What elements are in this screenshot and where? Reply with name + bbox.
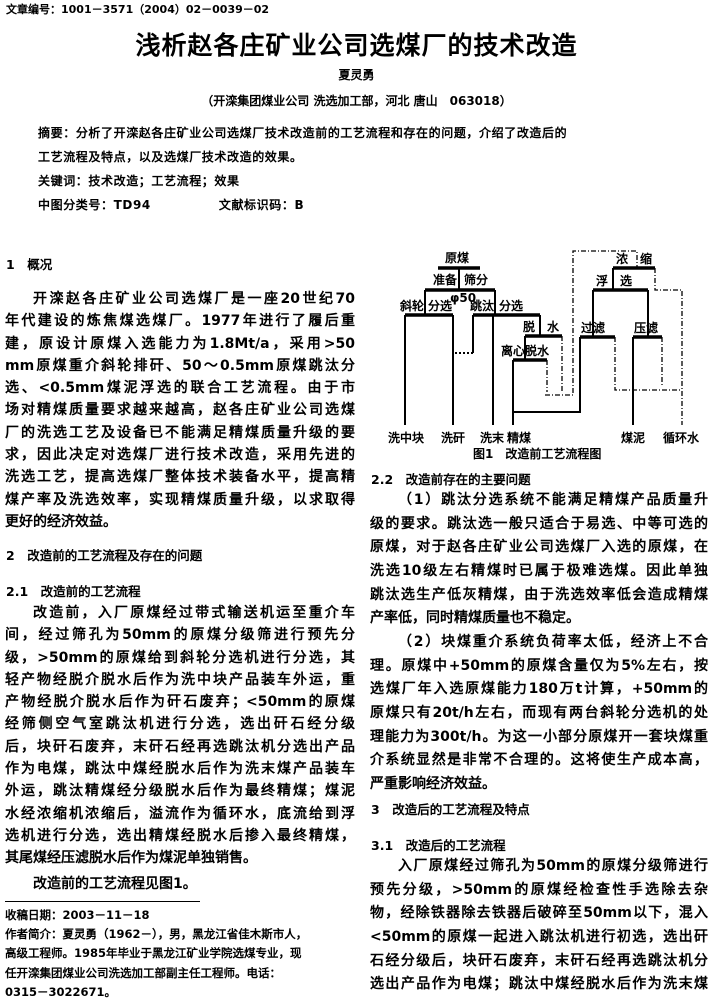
text-line: 收稿日期：2003－11－18 (5, 908, 150, 922)
text-line: （1）跳汰分选系统不能满足精煤产品质量升 (398, 492, 708, 508)
doc-code-label: 文献标识码： (218, 198, 295, 212)
text-line: 其尾煤经压滤脱水后作为煤泥单独销售。 (5, 850, 257, 867)
figure-reference: 改造前的工艺流程见图1。 (5, 873, 355, 895)
section-3-heading: 3 改造后的工艺流程及特点 (371, 802, 530, 817)
text-line: 外运，跳汰精煤经分级脱水后作为最终精煤；煤泥 (5, 783, 355, 800)
problem-2-paragraph: （2）块煤重介系统负荷率太低，经济上不合理。原煤中+50mm的原煤含量仅为5%左… (370, 631, 708, 797)
product-label: 煤泥 (621, 430, 645, 445)
keywords-label: 关键词： (38, 174, 89, 188)
node-wheel-sep: 分选 (428, 298, 452, 313)
classification: 中图分类号：TD94 文献标识码：B (38, 196, 304, 213)
abstract-line-1: 摘要：分析了开滦赵各庄矿业公司选煤厂技术改造前的工艺流程和存在的问题，介绍了改造… (38, 124, 567, 141)
product-label: 循环水 (663, 430, 700, 445)
paper-title: 浅析赵各庄矿业公司选煤厂的技术改造 (135, 31, 578, 60)
section-2-1-paragraph: 改造前，入厂原煤经过带式输送机运至重介车间，经过筛孔为50mm的原煤分级筛进行预… (5, 602, 355, 870)
class-value: TD94 (113, 198, 151, 212)
text-line: 级的要求。跳汰选一般只适合于易选、中等可选的 (370, 515, 708, 532)
text-line: 选机进行分选，选出精煤经脱水后掺入最终精煤， (5, 827, 355, 844)
text-line: 厂的洗选工艺及设备已不能满足精煤质量升级的要 (5, 424, 355, 441)
text-line: 理。原煤中+50mm的原煤含量仅为5%左右，按 (370, 657, 708, 674)
section-3-1-heading: 3.1 改造后的工艺流程 (371, 838, 506, 853)
text-line: 任开滦集团煤业公司洗选加工部副主任工程师。电话： (5, 965, 281, 980)
node-raw-coal: 原煤 (445, 250, 469, 265)
text-line: 介系统显然是非常不合理的。这将使生产成本高， (370, 752, 708, 769)
text-line: 严重影响经济效益。 (370, 776, 496, 793)
text-line: 改造前的工艺流程见图1。 (33, 876, 197, 892)
affiliation: （开滦集团煤业公司 洗选加工部，河北 唐山 063018） (201, 94, 512, 108)
node-jig: 跳汰 (470, 298, 495, 313)
keywords: 关键词：技术改造；工艺流程；效果 (38, 172, 240, 189)
section-1-heading: 1 概况 (6, 257, 53, 272)
node-filter: 过滤 (581, 320, 605, 335)
text-line: 原煤，对于赵各庄矿业公司选煤厂入选的原煤，在 (370, 539, 708, 556)
abstract-label: 摘要： (38, 126, 76, 140)
text-line: 更好的经济效益。 (5, 513, 117, 530)
text-line: 预先分级，>50mm的原煤经检查性手选除去杂 (370, 881, 708, 898)
text-line: 选、<0.5mm煤泥浮选的联合工艺流程。由于市 (5, 380, 355, 397)
text-line: 石经分级后，块矸石废弃，末矸石经再选跳汰机分 (370, 952, 708, 969)
text-line: 入厂原煤经过筛孔为50mm的原煤分级筛进行 (398, 858, 708, 874)
text-line: 高级工程师。1985年毕业于黑龙江矿业学院选煤专业，现 (5, 946, 302, 961)
class-label: 中图分类号： (38, 198, 114, 212)
text-line: 轻产物经脱介脱水后作为洗中块产品装车外运，重 (5, 671, 355, 688)
abstract-text: 分析了开滦赵各庄矿业公司选煤厂技术改造前的工艺流程和存在的问题，介绍了改造后的 (75, 126, 568, 140)
figure-caption: 图1 改造前工艺流程图 (473, 446, 601, 461)
text-line: 水经浓缩机浓缩后，溢流作为循环水，底流给到浮 (5, 805, 355, 822)
text-line: 作者简介：夏灵勇（1962－），男，黑龙江省佳木斯市人， (5, 927, 308, 942)
section-3-1-paragraph: 入厂原煤经过筛孔为50mm的原煤分级筛进行预先分级，>50mm的原煤经检查性手选… (370, 855, 708, 997)
text-line: 作为电煤，跳汰中煤经脱水后作为洗末煤产品装车 (5, 761, 355, 778)
section-1-paragraph: 开滦赵各庄矿业公司选煤厂是一座20世纪70 年代建设的炼焦煤选煤厂。1977年进行… (5, 288, 355, 533)
abstract-line-2: 工艺流程及特点，以及选煤厂技术改造的效果。 (38, 150, 303, 164)
text-line: 选煤厂年入选原煤能力180万t计算，+50mm的 (370, 681, 708, 698)
node-dewater: 脱 水 (523, 319, 560, 334)
product-label: 洗末 (480, 430, 505, 445)
text-line: 选出产品作为电煤；跳汰中煤经脱水后作为洗末煤 (370, 976, 708, 993)
text-line: 改造前，入厂原煤经过带式输送机运至重介车 (33, 605, 355, 621)
product-label: 洗矸 (441, 430, 465, 445)
node-thickener: 浓 缩 (616, 251, 652, 266)
text-line: <50mm的原煤一起进入跳汰机进行初选，选出矸 (370, 929, 708, 946)
section-2-2-heading: 2.2 改造前存在的主要问题 (371, 472, 531, 487)
text-line: mm原煤重介斜轮排矸、50～0.5mm原煤跳汰分 (5, 357, 355, 374)
product-label: 洗中块 (388, 430, 425, 445)
product-label: 精煤 (507, 430, 531, 445)
text-line: 间，经过筛孔为50mm的原煤分级筛进行预先分 (5, 627, 355, 644)
text-line: 物，经除铁器除去铁器后破碎至50mm以下，混入 (370, 905, 708, 922)
text-line: 理能力为300t/h。为这一小部分原煤开一套块煤重 (370, 728, 708, 745)
text-line: 跳汰选生产低灰精煤，由于洗选效率低会造成精煤 (370, 586, 708, 603)
node-press-filter: 压滤 (634, 320, 658, 335)
text-line: 建，原设计原煤入选能力为1.8Mt/a，采用>50 (5, 335, 355, 352)
text-line: （2）块煤重介系统负荷率太低，经济上不合 (398, 634, 708, 650)
text-line: 产率低，同时精煤质量也不稳定。 (370, 610, 580, 627)
keywords-text: 技术改造；工艺流程；效果 (88, 174, 240, 188)
node-flotation: 浮 选 (596, 273, 632, 288)
text-line: 年代建设的炼焦煤选煤厂。1977年进行了履后重 (5, 313, 355, 330)
section-2-heading: 2 改造前的工艺流程及存在的问题 (6, 548, 203, 563)
node-centrifuge: 离心脱水 (501, 343, 550, 358)
problem-1-paragraph: （1）跳汰分选系统不能满足精煤产品质量升级的要求。跳汰选一般只适合于易选、中等可… (370, 489, 708, 631)
text-line: 煤产率及洗选效率，实现精煤质量升级，以求取得 (5, 491, 355, 508)
text-line: 开滦赵各庄矿业公司选煤厂是一座20世纪70 (33, 291, 355, 307)
text-line: 求，因此决定对选煤厂进行技术改造，采用先进的 (5, 447, 355, 464)
article-number: 文章编号：1001－3571（2004）02－0039－02 (6, 3, 270, 16)
node-wheel: 斜轮 (399, 298, 425, 313)
text-line: 后，块矸石废弃，末矸石经再选跳汰机分选出产品 (5, 738, 355, 755)
text-line: 洗选工艺，提高选煤厂整体技术装备水平，提高精 (5, 469, 355, 486)
text-line: 级，>50mm的原煤给到斜轮分选机进行分选，其 (5, 649, 355, 666)
node-phi50: φ50 (450, 291, 476, 305)
text-line: 场对精煤质量要求越来越高，赵各庄矿业公司选煤 (5, 402, 355, 419)
footnote-divider (5, 901, 200, 902)
text-line: 原煤只有20t/h左右，而现有两台斜轮分选机的处 (370, 705, 708, 722)
text-line: 产物经脱介脱水后作为矸石废弃；<50mm的原煤 (5, 694, 355, 711)
author: 夏灵勇 (338, 68, 375, 82)
text-line: 洗选10级左右精煤时已属于极难选煤。因此单独 (370, 563, 708, 580)
doc-code-value: B (294, 198, 305, 212)
node-screen: 筛分 (464, 272, 488, 287)
node-prep: 准备 (433, 272, 458, 287)
footnote: 收稿日期：2003－11－18 作者简介：夏灵勇（1962－），男，黑龙江省佳木斯… (5, 907, 347, 1003)
text-line: 0315－3022671。 (5, 984, 117, 999)
text-line: 经筛侧空气室跳汰机进行分选，选出矸石经分级 (5, 716, 355, 733)
node-jig-sep: 分选 (499, 298, 523, 313)
section-2-1-heading: 2.1 改造前的工艺流程 (6, 584, 141, 599)
